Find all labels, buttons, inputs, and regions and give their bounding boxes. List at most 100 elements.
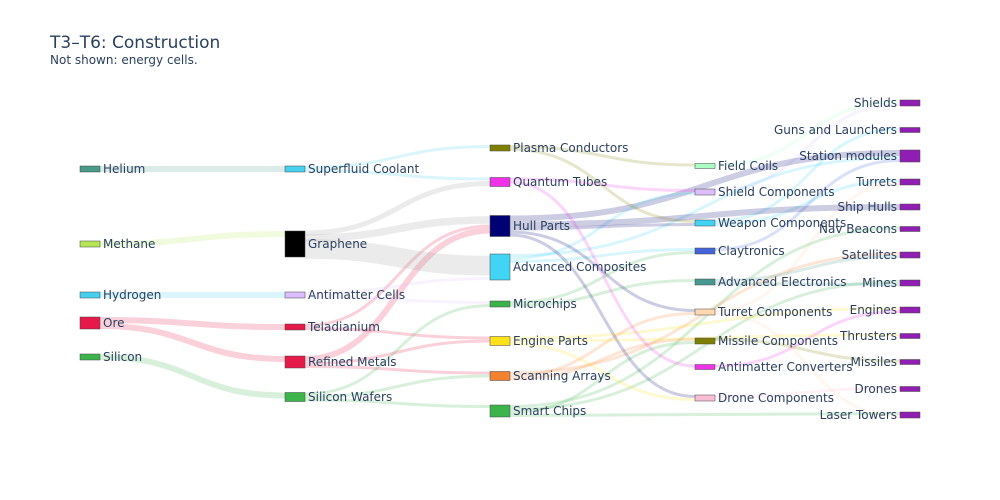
- node-label-guns: Guns and Launchers: [774, 123, 897, 137]
- node-label-antimatter_converters: Antimatter Converters: [718, 360, 852, 374]
- node-satellites: [899, 251, 921, 259]
- node-label-shield_components: Shield Components: [718, 185, 835, 199]
- node-shield_components: [694, 188, 716, 196]
- node-laser_towers: [899, 411, 921, 419]
- node-label-superfluid: Superfluid Coolant: [308, 162, 419, 176]
- node-label-thrusters: Thrusters: [839, 329, 897, 343]
- node-refined_metals: [284, 355, 306, 369]
- node-nav_beacons: [899, 226, 921, 232]
- link-advanced_composites-station_modules: [509, 156, 901, 257]
- node-label-nav_beacons: Nav Beacons: [819, 222, 897, 236]
- node-label-mines: Mines: [862, 276, 897, 290]
- node-guns: [899, 127, 921, 133]
- link-silicon-silicon_wafers: [99, 354, 286, 399]
- node-label-field_coils: Field Coils: [718, 159, 778, 173]
- node-drone_components: [694, 394, 716, 402]
- node-missile_components: [694, 337, 716, 345]
- node-thrusters: [899, 333, 921, 339]
- node-helium: [79, 165, 101, 173]
- link-superfluid-plasma_conductors: [304, 145, 491, 169]
- link-silicon_wafers-microchips: [304, 304, 491, 396]
- link-hull_parts-weapon_components: [509, 223, 696, 231]
- node-label-scanning_arrays: Scanning Arrays: [513, 369, 611, 383]
- node-label-shields: Shields: [854, 96, 897, 110]
- node-label-graphene: Graphene: [308, 237, 367, 251]
- link-graphene-advanced_composites: [304, 239, 491, 276]
- link-microchips-advanced_electronics: [509, 279, 696, 307]
- link-microchips-claytronics: [509, 251, 696, 304]
- node-label-plasma_conductors: Plasma Conductors: [513, 141, 628, 155]
- link-scanning_arrays-missile_components: [509, 338, 696, 381]
- node-label-missiles: Missiles: [851, 355, 898, 369]
- chart-subtitle: Not shown: energy cells.: [50, 53, 198, 67]
- link-teladianium-hull_parts: [304, 224, 491, 327]
- link-claytronics-station_modules: [714, 159, 901, 251]
- node-teladianium: [284, 323, 306, 331]
- link-ore-teladianium: [99, 317, 286, 330]
- node-ore: [79, 316, 101, 330]
- node-label-smart_chips: Smart Chips: [513, 404, 586, 418]
- links-layer: [99, 100, 901, 418]
- node-label-weapon_components: Weapon Components: [718, 216, 846, 230]
- link-engine_parts-engines: [509, 307, 901, 340]
- node-label-silicon: Silicon: [103, 350, 142, 364]
- node-advanced_electronics: [694, 278, 716, 286]
- link-quantum_tubes-shield_components: [509, 177, 696, 192]
- node-label-engine_parts: Engine Parts: [513, 334, 588, 348]
- node-claytronics: [694, 247, 716, 255]
- node-label-silicon_wafers: Silicon Wafers: [308, 390, 392, 404]
- node-field_coils: [694, 163, 716, 169]
- link-smart_chips-laser_towers: [509, 412, 901, 417]
- link-advanced_composites-shield_components: [509, 192, 696, 260]
- node-plasma_conductors: [489, 144, 511, 152]
- link-hull_parts-ship_hulls: [509, 204, 901, 228]
- node-label-helium: Helium: [103, 162, 145, 176]
- link-scanning_arrays-turret_components: [509, 312, 696, 378]
- link-superfluid-quantum_tubes: [304, 169, 491, 181]
- link-ore-refined_metals: [99, 323, 286, 362]
- link-refined_metals-hull_parts: [304, 227, 491, 362]
- node-label-turret_components: Turret Components: [717, 305, 832, 319]
- link-advanced_electronics-mines: [714, 282, 901, 286]
- node-missiles: [899, 359, 921, 365]
- link-shield_components-shields: [714, 103, 901, 192]
- link-antimatter_cells-microchips: [304, 295, 491, 304]
- link-plasma_conductors-weapon_components: [509, 148, 696, 223]
- node-label-hydrogen: Hydrogen: [103, 288, 161, 302]
- node-drones: [899, 386, 921, 392]
- link-graphene-hull_parts: [304, 216, 491, 242]
- link-advanced_composites-claytronics: [509, 248, 696, 263]
- node-label-missile_components: Missile Components: [718, 334, 838, 348]
- node-ship_hulls: [899, 203, 921, 211]
- node-label-laser_towers: Laser Towers: [820, 408, 897, 422]
- link-plasma_conductors-field_coils: [509, 145, 696, 167]
- link-quantum_tubes-antimatter_converters: [509, 180, 696, 368]
- node-turret_components: [694, 308, 716, 316]
- node-label-quantum_tubes: Quantum Tubes: [513, 175, 607, 189]
- nodes-layer: [79, 99, 921, 419]
- node-turrets: [899, 178, 921, 186]
- link-turret_components-laser_towers: [714, 312, 901, 418]
- node-smart_chips: [489, 404, 511, 418]
- node-label-drones: Drones: [855, 382, 898, 396]
- node-label-turrets: Turrets: [855, 175, 897, 189]
- node-label-advanced_composites: Advanced Composites: [513, 260, 646, 274]
- labels-layer: HeliumMethaneHydrogenOreSiliconSuperflui…: [103, 96, 897, 422]
- link-weapon_components-turrets: [714, 179, 901, 226]
- link-hull_parts-station_modules: [509, 150, 901, 222]
- link-antimatter_cells-advanced_composites: [304, 277, 491, 295]
- link-antimatter_converters-engines: [714, 310, 901, 368]
- link-advanced_electronics-satellites: [714, 255, 901, 282]
- link-hull_parts-turret_components: [509, 230, 696, 312]
- node-label-advanced_electronics: Advanced Electronics: [718, 275, 847, 289]
- link-refined_metals-engine_parts: [304, 339, 491, 365]
- link-weapon_components-guns: [714, 127, 901, 223]
- link-smart_chips-missile_components: [509, 341, 696, 414]
- node-engines: [899, 306, 921, 314]
- node-label-antimatter_cells: Antimatter Cells: [308, 288, 405, 302]
- node-label-claytronics: Claytronics: [718, 244, 785, 258]
- link-methane-graphene: [99, 231, 286, 247]
- link-missile_components-missiles: [714, 338, 901, 363]
- node-label-ship_hulls: Ship Hulls: [837, 200, 897, 214]
